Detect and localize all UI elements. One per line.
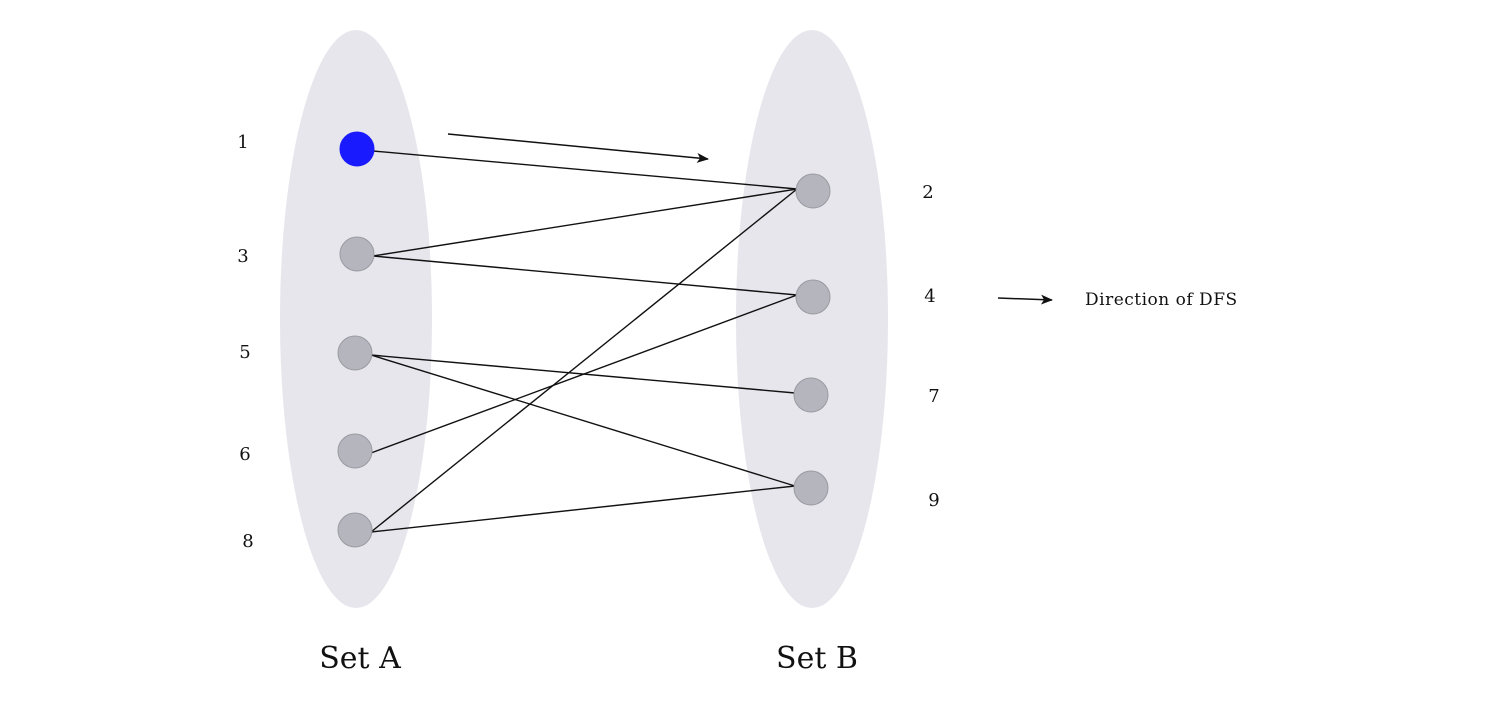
node-2	[795, 173, 831, 209]
edge-8-9	[370, 485, 796, 533]
node-label-5: 5	[239, 342, 250, 363]
nodes-group	[337, 131, 831, 548]
node-9	[793, 470, 829, 506]
node-label-2: 2	[922, 182, 933, 203]
node-label-8: 8	[242, 531, 253, 552]
set-a-region	[280, 30, 432, 608]
edge-8-2	[370, 188, 798, 533]
labels-group: 1 3 5 6 8 2 4 7 9	[237, 132, 939, 552]
node-label-3: 3	[237, 246, 248, 267]
edge-5-9	[370, 354, 796, 487]
node-4	[795, 279, 831, 315]
node-3	[339, 236, 375, 272]
edge-6-4	[370, 294, 798, 454]
edge-3-2	[372, 188, 798, 257]
edge-1-2	[372, 150, 798, 190]
dfs-direction-arrow	[447, 133, 709, 163]
node-8	[337, 512, 373, 548]
node-7	[793, 377, 829, 413]
set-b-label: Set B	[776, 641, 858, 676]
edge-3-4	[372, 255, 798, 296]
set-b-region	[736, 30, 888, 608]
node-label-7: 7	[928, 386, 939, 407]
node-label-9: 9	[928, 490, 939, 511]
legend-text: Direction of DFS	[1085, 290, 1238, 310]
node-5	[337, 335, 373, 371]
set-a-label: Set A	[319, 641, 401, 676]
node-label-6: 6	[239, 444, 250, 465]
legend-arrow-icon	[997, 294, 1053, 305]
node-label-4: 4	[924, 286, 935, 307]
node-1	[339, 131, 375, 167]
node-6	[337, 433, 373, 469]
edges-group	[370, 150, 798, 533]
node-label-1: 1	[237, 132, 248, 153]
